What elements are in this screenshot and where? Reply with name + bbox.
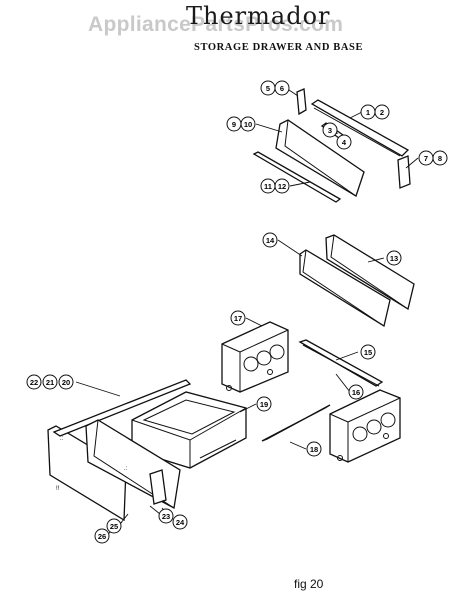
svg-text:23: 23: [162, 512, 170, 521]
callout-19: 19: [256, 396, 272, 412]
callout-7: 7: [418, 150, 434, 166]
svg-text:10: 10: [244, 120, 252, 129]
diagram-title: STORAGE DRAWER AND BASE: [194, 42, 364, 53]
svg-text:6: 6: [280, 84, 284, 93]
svg-text:26: 26: [98, 532, 106, 541]
callout-18: 18: [306, 441, 322, 457]
svg-text:12: 12: [278, 182, 286, 191]
svg-text:.:: .:: [124, 466, 128, 472]
svg-text:1: 1: [366, 108, 370, 117]
svg-text:24: 24: [176, 518, 185, 527]
callout-1: 1: [360, 104, 376, 120]
svg-text:.:: .:: [60, 436, 64, 442]
callout-22: 22: [26, 374, 42, 390]
callout-26: 26: [94, 528, 110, 544]
callout-4: 4: [336, 134, 352, 150]
right-side-frame: [329, 389, 401, 463]
svg-text:25: 25: [110, 522, 118, 531]
storage-drawer: [131, 391, 247, 469]
callout-12: 12: [274, 178, 290, 194]
callout-9: 9: [226, 116, 242, 132]
callout-25: 25: [106, 518, 122, 534]
callout-11: 11: [260, 178, 276, 194]
svg-text:17: 17: [234, 314, 242, 323]
callout-13: 13: [386, 250, 402, 266]
callout-16: 16: [348, 384, 364, 400]
slide-rail: [298, 339, 384, 387]
svg-text:7: 7: [424, 154, 428, 163]
callout-3: 3: [322, 122, 338, 138]
svg-text:14: 14: [266, 236, 275, 245]
svg-text:20: 20: [62, 378, 70, 387]
svg-text:!!: !!: [56, 486, 60, 492]
callout-6: 6: [274, 80, 290, 96]
svg-text:19: 19: [260, 400, 268, 409]
callout-8: 8: [432, 150, 448, 166]
left-side-frame: [221, 321, 289, 393]
svg-text:8: 8: [438, 154, 442, 163]
callout-21: 21: [42, 374, 58, 390]
svg-text:3: 3: [328, 126, 332, 135]
svg-text:11: 11: [264, 182, 272, 191]
drawer-front-panel: .: .: !!: [47, 379, 192, 522]
callout-10: 10: [240, 116, 256, 132]
callout-2: 2: [374, 104, 390, 120]
callout-5: 5: [260, 80, 276, 96]
svg-text:22: 22: [30, 378, 38, 387]
callout-23: 23: [158, 508, 174, 524]
callout-17: 17: [230, 310, 246, 326]
svg-text:2: 2: [380, 108, 384, 117]
callout-20: 20: [58, 374, 74, 390]
svg-text:5: 5: [266, 84, 270, 93]
drawer-slide: [261, 404, 331, 442]
svg-text:9: 9: [232, 120, 236, 129]
svg-text:13: 13: [390, 254, 398, 263]
figure-label: fig 20: [294, 577, 324, 591]
svg-text:21: 21: [46, 378, 54, 387]
callout-15: 15: [360, 344, 376, 360]
panel-assembly: [299, 234, 415, 328]
svg-text:18: 18: [310, 445, 318, 454]
svg-text:15: 15: [364, 348, 372, 357]
brand-logo: Thermador: [186, 2, 331, 30]
svg-text:16: 16: [352, 388, 360, 397]
watermark: AppliancePartsPros.com: [88, 13, 344, 36]
callout-24: 24: [172, 514, 188, 530]
callout-14: 14: [262, 232, 278, 248]
svg-text:4: 4: [342, 138, 347, 147]
